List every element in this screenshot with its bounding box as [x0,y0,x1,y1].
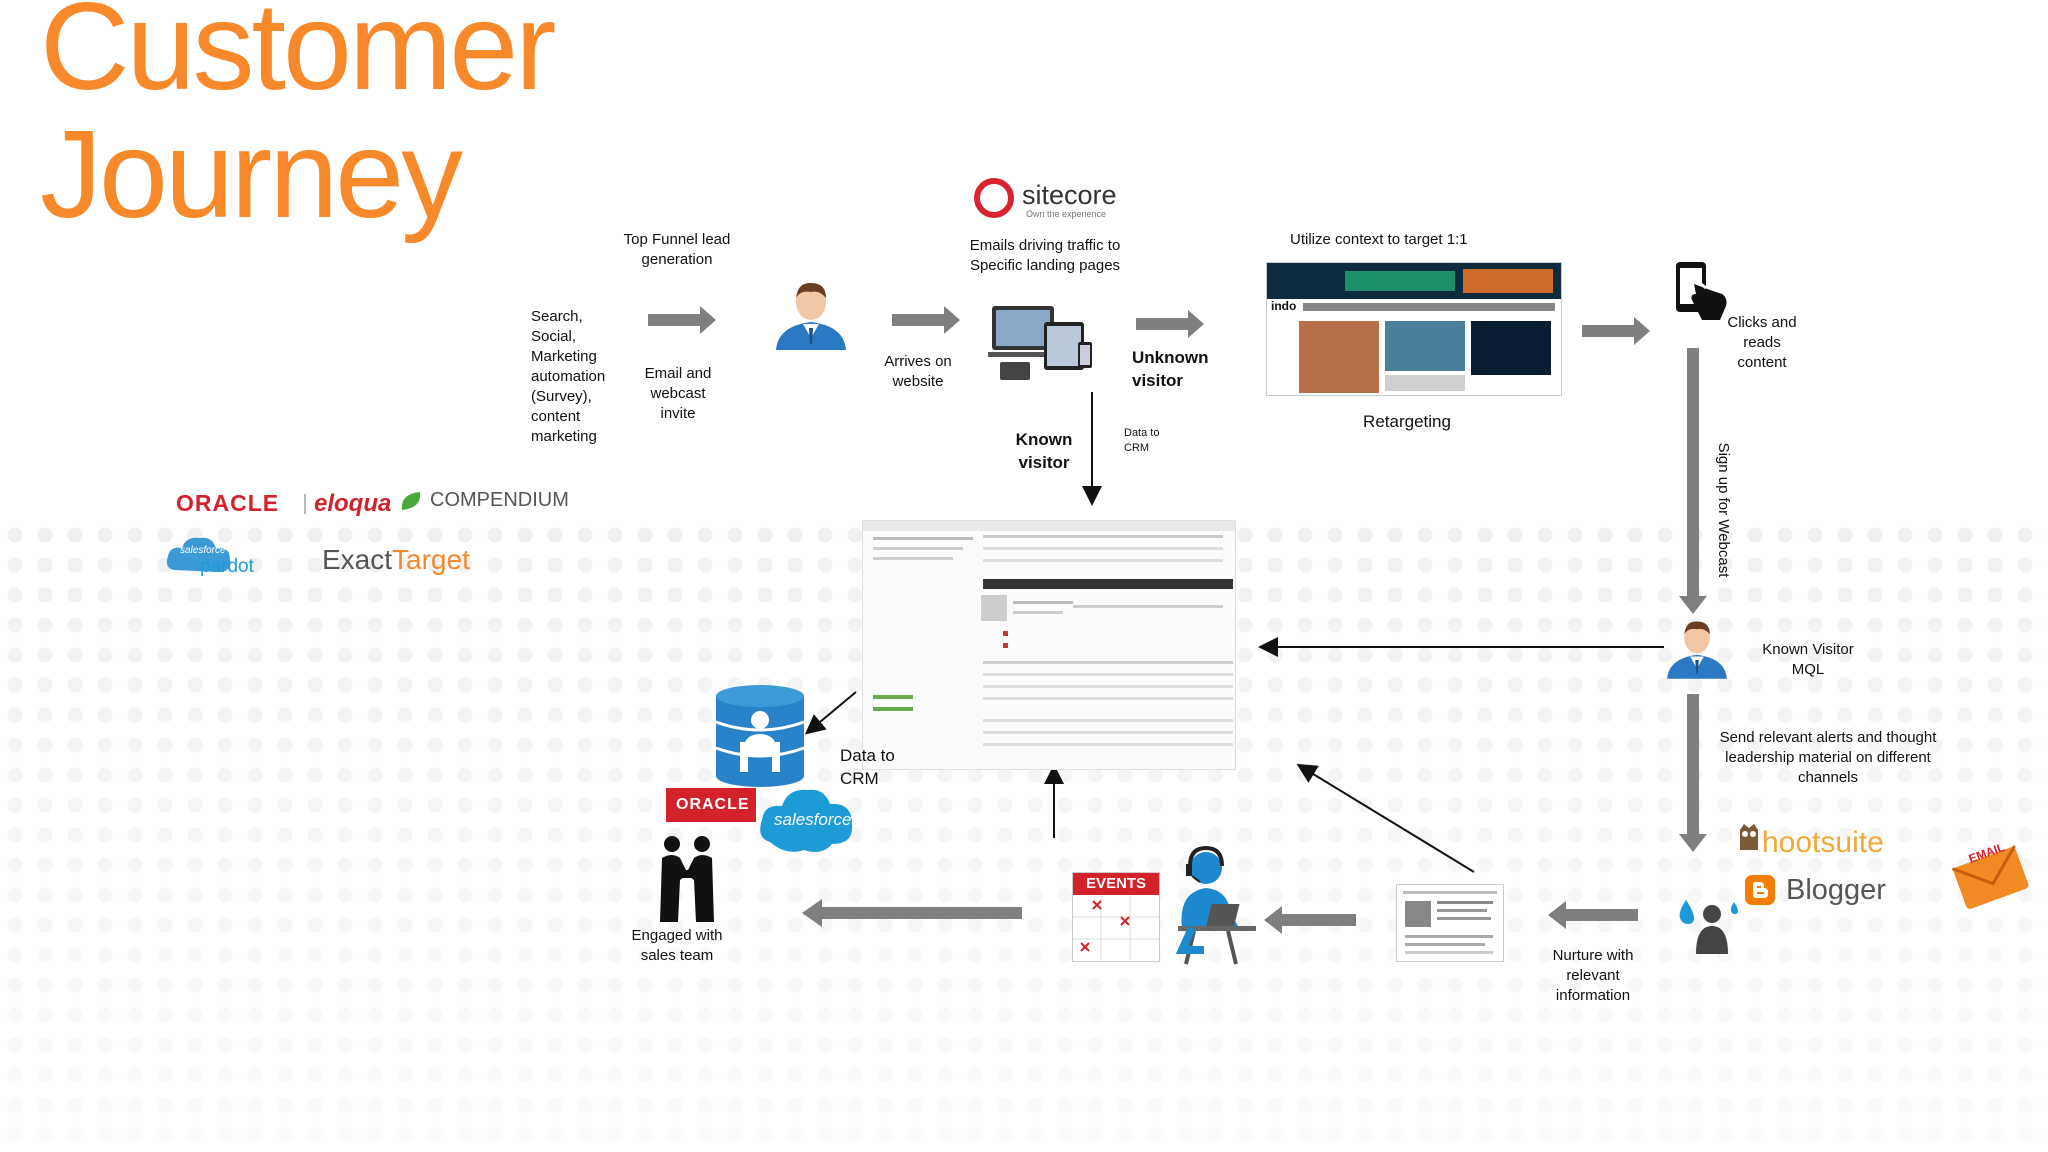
arrow-newsletter-to-agent [1264,906,1356,934]
pardot-logo: pardot [200,556,254,577]
label-retargeting: Retargeting [1363,412,1451,431]
devices-icon [988,306,1092,380]
arrow-person-to-devices [892,306,960,334]
oracle-logo: ORACLE [176,490,280,516]
person-avatar-icon [776,282,846,350]
arrow-crm-to-db [804,691,857,735]
salesforce-small-logo: salesforce [180,545,226,556]
label-data-to-crm-small: Data to CRM [1124,427,1160,454]
touch-phone-icon [1676,262,1727,320]
exacttarget-logo: ExactTarget [322,544,470,575]
label-sign-up-webcast: Sign up for Webcast [1715,442,1732,578]
label-data-to-crm: Data to CRM [840,746,895,788]
label-arrives: Arrives on website [884,353,952,390]
title-line-2: Journey [40,106,463,244]
arrow-social-to-newsletter [1548,901,1638,929]
eloqua-logo: eloqua [314,490,392,517]
database-icon [715,685,805,787]
label-nurture: Nurture with relevant information [1552,947,1634,1004]
retargeting-site-thumbnail: indo [1266,262,1562,396]
label-send-alerts: Send relevant alerts and thought leaders… [1719,729,1937,786]
arrow-mql-down [1679,694,1707,852]
arrow-nurture-to-crm [1296,763,1475,873]
title-line-1: Customer [40,0,556,116]
indo-site-logo: indo [1271,299,1297,313]
crm-screenshot [862,520,1236,770]
oracle-crm-logo: ORACLE [676,796,750,813]
label-unknown-visitor: Unknown visitor [1132,348,1209,390]
email-envelope-icon [1951,845,2029,909]
hootsuite-owl-icon [1740,824,1758,850]
salesforce-crm-logo: salesforce [774,810,852,829]
logo-divider [304,494,306,514]
label-utilize-context: Utilize context to target 1:1 [1290,231,1468,248]
arrow-clicks-down [1679,348,1707,614]
label-known-visitor-mql: Known Visitor MQL [1762,641,1854,678]
salesforce-crm-cloud-icon [760,789,853,852]
call-agent-icon [1175,846,1256,965]
events-calendar-icon: EVENTS [1072,872,1160,962]
mql-person-avatar-icon [1667,621,1727,679]
compendium-leaf-icon [401,492,421,510]
label-top-funnel: Top Funnel lead generation [623,231,731,268]
label-engaged-sales: Engaged with sales team [631,927,723,964]
arrow-sources-to-person [648,306,716,334]
label-sources: Search, Social, Marketing automation (Su… [531,308,606,445]
social-channels-icon [1679,900,1738,954]
arrow-agent-to-engaged [802,899,1022,927]
sitecore-tagline: Own the experience [1026,209,1107,219]
label-emails-traffic: Emails driving traffic to Specific landi… [969,237,1121,274]
salesforce-cloud-icon [166,537,231,572]
label-clicks-reads: Clicks and reads content [1727,314,1797,371]
hootsuite-logo: hootsuite [1762,826,1884,859]
events-badge: EVENTS [1073,873,1159,895]
sitecore-logo: sitecore [1022,180,1117,210]
newsletter-icon [1396,884,1504,962]
handshake-icon [660,836,714,922]
sitecore-logo-icon [974,178,1014,218]
compendium-logo: COMPENDIUM [430,489,569,511]
arrow-devices-to-unknown [1136,310,1204,338]
arrow-retarget-to-clicks [1582,317,1650,345]
blogger-logo: Blogger [1786,874,1886,906]
blogger-icon [1745,875,1775,905]
label-email-invite: Email and webcast invite [644,365,712,422]
label-known-visitor: Known visitor [1015,430,1073,472]
oracle-crm-badge [666,788,756,822]
